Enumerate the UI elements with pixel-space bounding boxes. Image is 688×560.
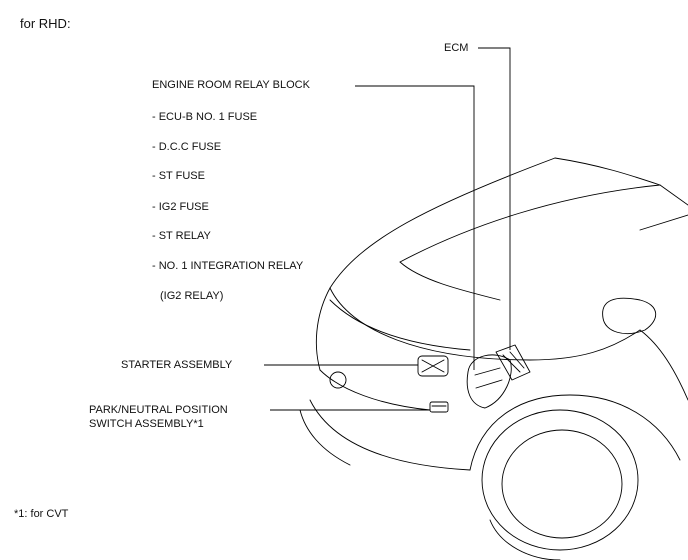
relay-item-integration-relay: - NO. 1 INTEGRATION RELAY bbox=[152, 260, 304, 272]
door-line bbox=[639, 329, 688, 401]
tire-bottom bbox=[489, 519, 561, 560]
ecm-leader bbox=[478, 47, 511, 350]
park-neutral-label-line2: SWITCH ASSEMBLY*1 bbox=[89, 418, 204, 430]
hood-outline bbox=[329, 157, 556, 289]
side-mirror bbox=[602, 297, 657, 334]
relay-item-ecu-b-fuse: - ECU-B NO. 1 FUSE bbox=[152, 111, 258, 123]
starter-label: STARTER ASSEMBLY bbox=[121, 359, 233, 371]
park-neutral-label-line1: PARK/NEUTRAL POSITION bbox=[89, 404, 228, 416]
footnote: *1: for CVT bbox=[14, 508, 69, 520]
park-neutral-switch-component bbox=[429, 401, 449, 413]
headlight bbox=[329, 299, 471, 351]
front-wheel bbox=[481, 409, 639, 551]
fender-line bbox=[469, 394, 681, 471]
hood-crease bbox=[399, 261, 501, 301]
relay-block-label: ENGINE ROOM RELAY BLOCK bbox=[152, 79, 310, 91]
relay-block-leader bbox=[355, 85, 475, 370]
fog-lamp bbox=[329, 371, 347, 389]
windshield-line bbox=[399, 184, 661, 263]
relay-block-component bbox=[466, 354, 512, 409]
relay-item-dcc-fuse: - D.C.C FUSE bbox=[152, 141, 222, 153]
grille-upper bbox=[319, 369, 431, 411]
bumper-edge bbox=[299, 409, 351, 466]
sill-line bbox=[639, 214, 688, 231]
hood-panel bbox=[329, 287, 641, 361]
starter-component bbox=[417, 355, 449, 377]
relay-item-ig2-relay: (IG2 RELAY) bbox=[160, 290, 224, 302]
a-pillar bbox=[554, 157, 661, 186]
variant-heading: for RHD: bbox=[20, 16, 71, 31]
relay-item-st-fuse: - ST FUSE bbox=[152, 170, 205, 182]
bumper-lower bbox=[309, 399, 471, 471]
ecm-label: ECM bbox=[444, 42, 469, 54]
relay-item-ig2-fuse: - IG2 FUSE bbox=[152, 201, 209, 213]
front-face bbox=[315, 287, 331, 371]
ecm-component bbox=[495, 344, 531, 381]
front-wheel-inner bbox=[501, 429, 623, 539]
relay-item-st-relay: - ST RELAY bbox=[152, 230, 211, 242]
roof-edge bbox=[659, 184, 688, 206]
